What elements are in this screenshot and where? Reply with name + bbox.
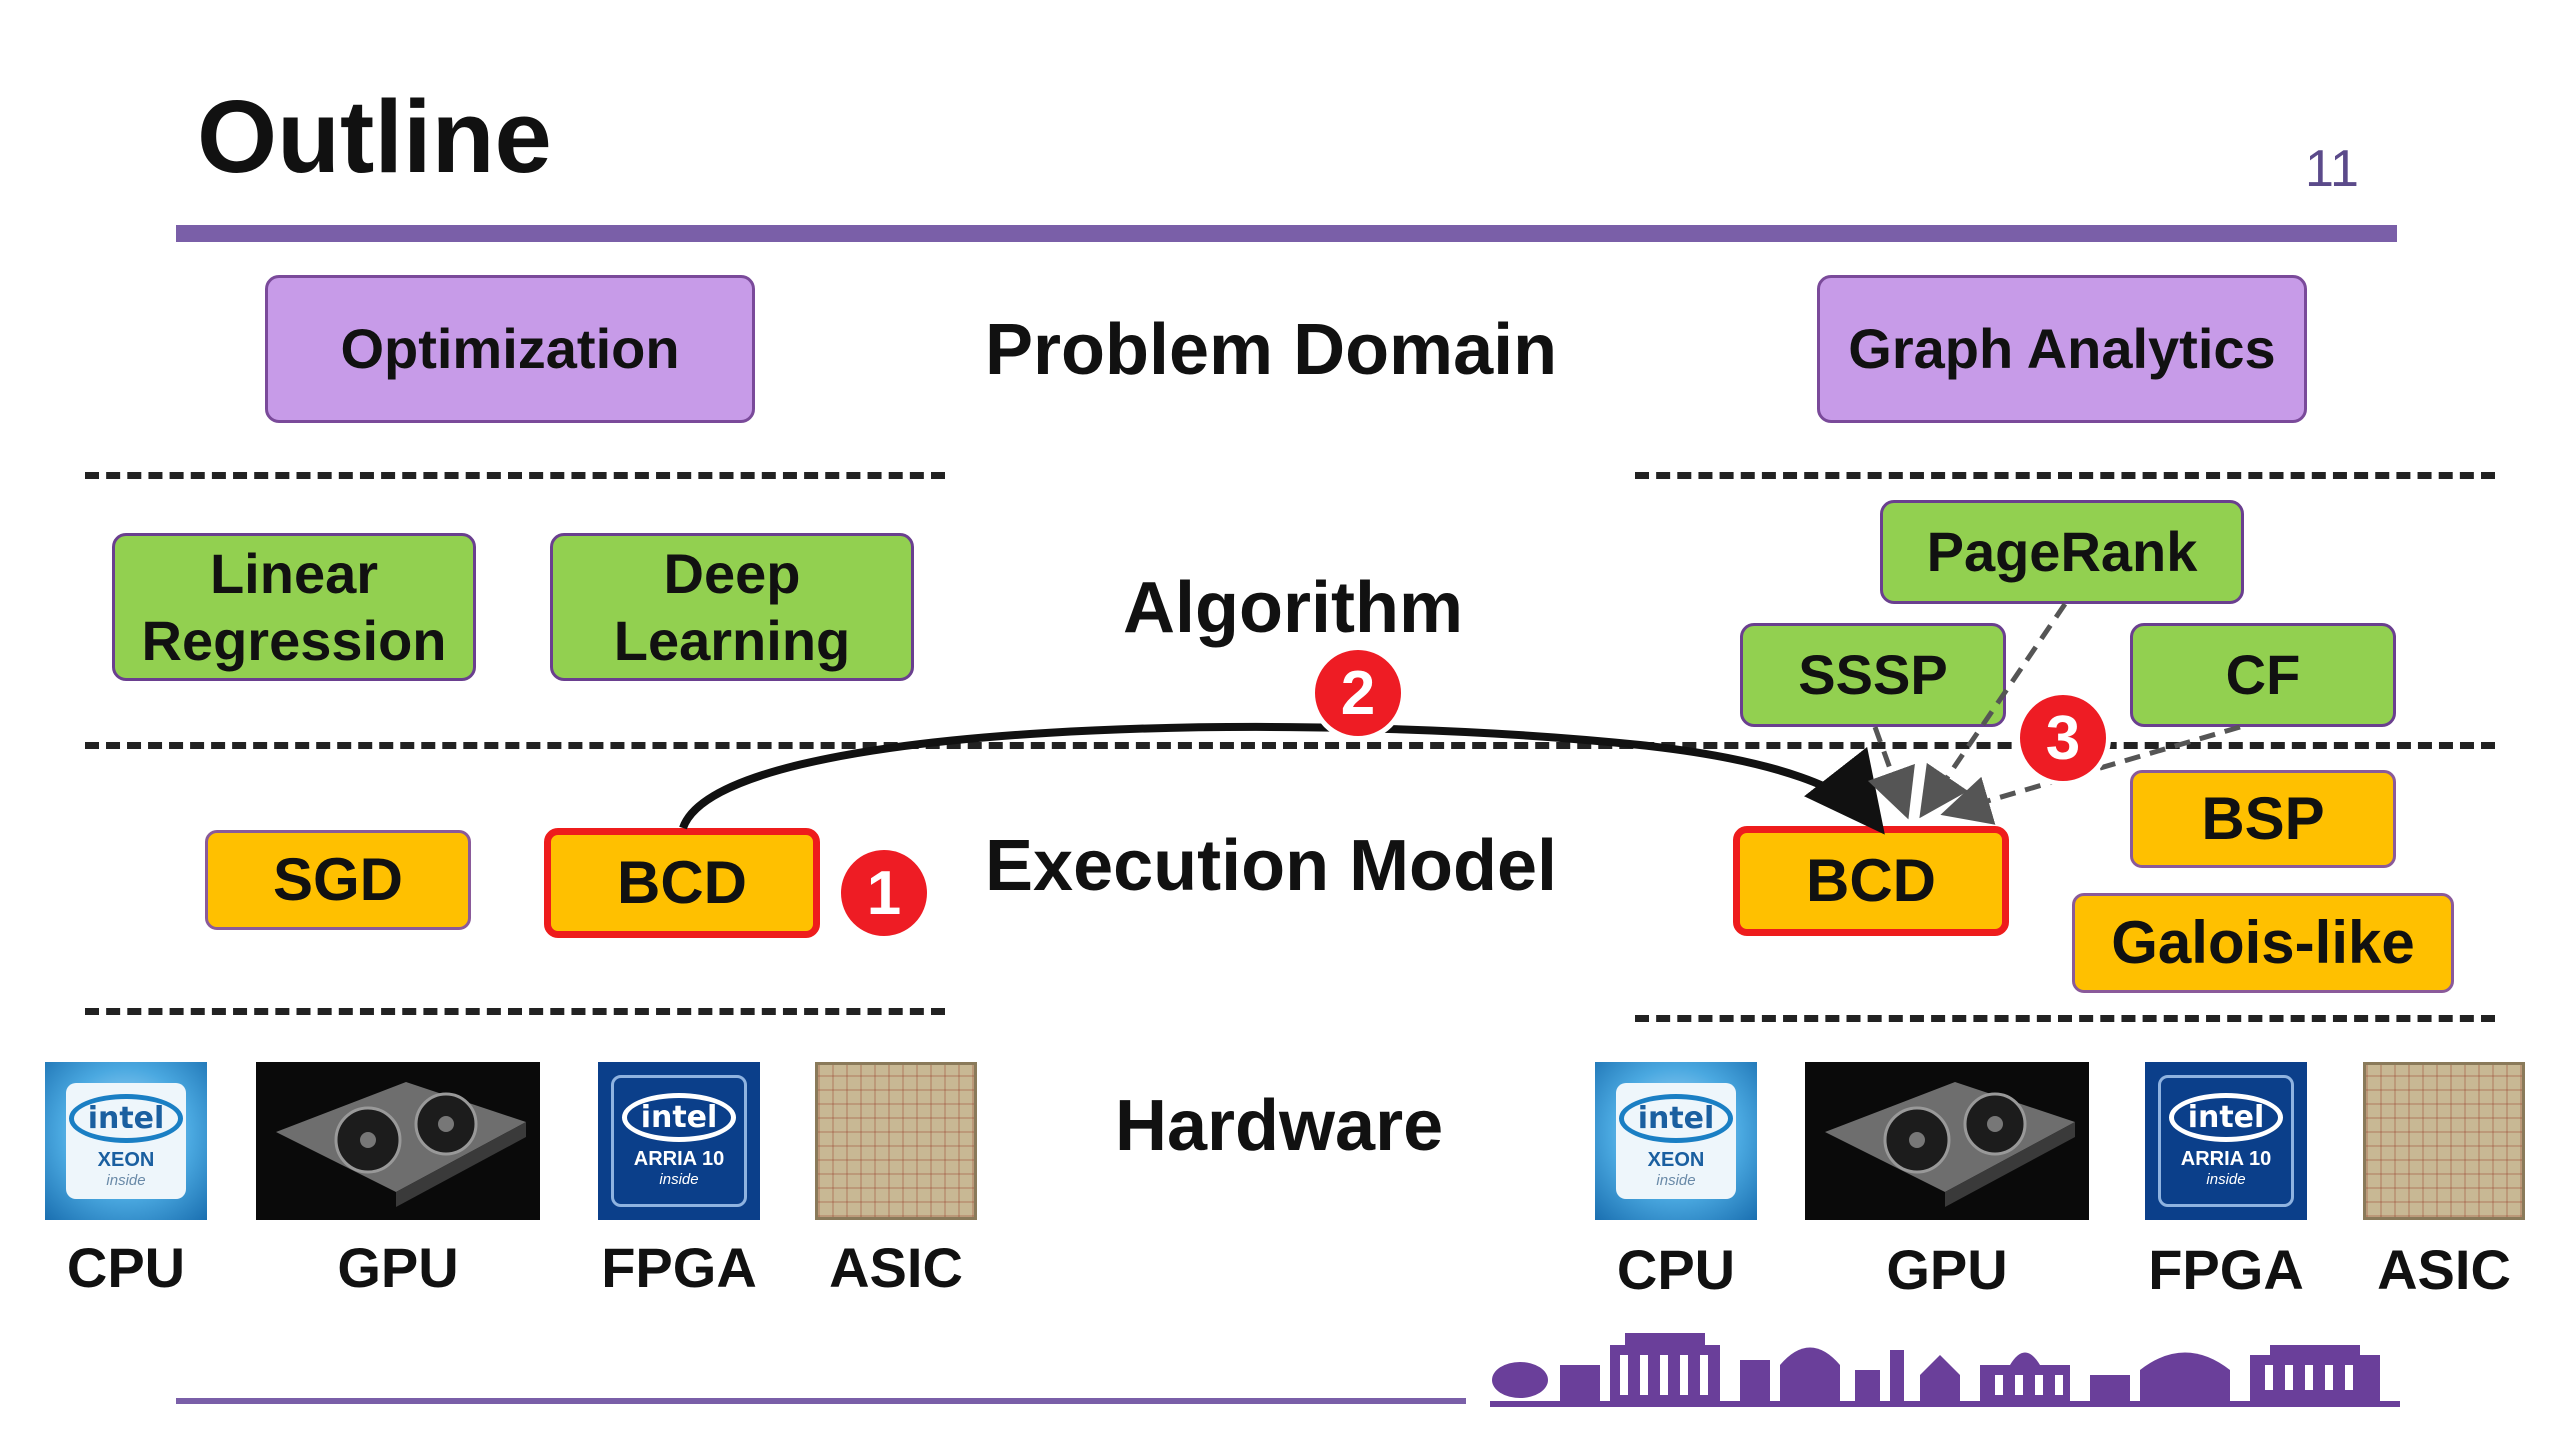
badge-2: 2: [1310, 645, 1406, 741]
gpu-label-left: GPU: [337, 1236, 459, 1299]
gpu-card-image-right: [1805, 1062, 2089, 1220]
footer-line: [176, 1398, 1466, 1404]
asic-label-left: ASIC: [829, 1236, 963, 1299]
gpu-card-image-left: [256, 1062, 540, 1220]
sgd-box: SGD: [205, 830, 471, 930]
pagerank-box: PageRank: [1880, 500, 2244, 604]
cpu-chip-image-left: intel XEON inside: [45, 1062, 207, 1220]
badge-1: 1: [836, 845, 932, 941]
asic-label-right: ASIC: [2377, 1238, 2511, 1301]
campus-skyline-logo: [1490, 1333, 2400, 1407]
execution-model-label: Execution Model: [985, 826, 1558, 906]
migration-arrow: [679, 722, 1885, 835]
cpu-label-left: CPU: [66, 1236, 186, 1299]
sssp-to-bcd-arrow: [1867, 726, 1915, 820]
asic-die-image-right: [2363, 1062, 2525, 1220]
separator-right-3: [1635, 1015, 2495, 1022]
deep-learning-box: Deep Learning: [550, 533, 914, 681]
page-number: 11: [2305, 140, 2359, 198]
title-underline: [176, 225, 2397, 242]
badge-3: 3: [2015, 690, 2111, 786]
cf-box: CF: [2130, 623, 2396, 727]
linear-regression-box: Linear Regression: [112, 533, 476, 681]
bcd-box-left: BCD: [544, 828, 820, 938]
asic-die-image-left: [815, 1062, 977, 1220]
separator-right-1: [1635, 472, 2495, 479]
bsp-box: BSP: [2130, 770, 2396, 868]
gpu-label-right: GPU: [1886, 1238, 2008, 1301]
slide-title: Outline: [197, 79, 552, 194]
fpga-chip-image-right: intel ARRIA 10 inside: [2145, 1062, 2307, 1220]
pagerank-to-bcd-arrow: [1919, 602, 2068, 819]
sssp-box: SSSP: [1740, 623, 2006, 727]
optimization-box: Optimization: [265, 275, 755, 423]
problem-domain-label: Problem Domain: [985, 310, 1558, 390]
separator-left-3: [85, 1008, 945, 1015]
cpu-chip-image-right: intel XEON inside: [1595, 1062, 1757, 1220]
separator-2: [85, 742, 2495, 749]
fpga-label-left: FPGA: [601, 1236, 757, 1299]
fpga-chip-image-left: intel ARRIA 10 inside: [598, 1062, 760, 1220]
graph-analytics-box: Graph Analytics: [1817, 275, 2307, 423]
galois-like-box: Galois-like: [2072, 893, 2454, 993]
hardware-label: Hardware: [1115, 1086, 1444, 1166]
fpga-label-right: FPGA: [2148, 1238, 2304, 1301]
algorithm-label: Algorithm: [1123, 568, 1463, 648]
cpu-label-right: CPU: [1616, 1238, 1736, 1301]
separator-left-1: [85, 472, 945, 479]
